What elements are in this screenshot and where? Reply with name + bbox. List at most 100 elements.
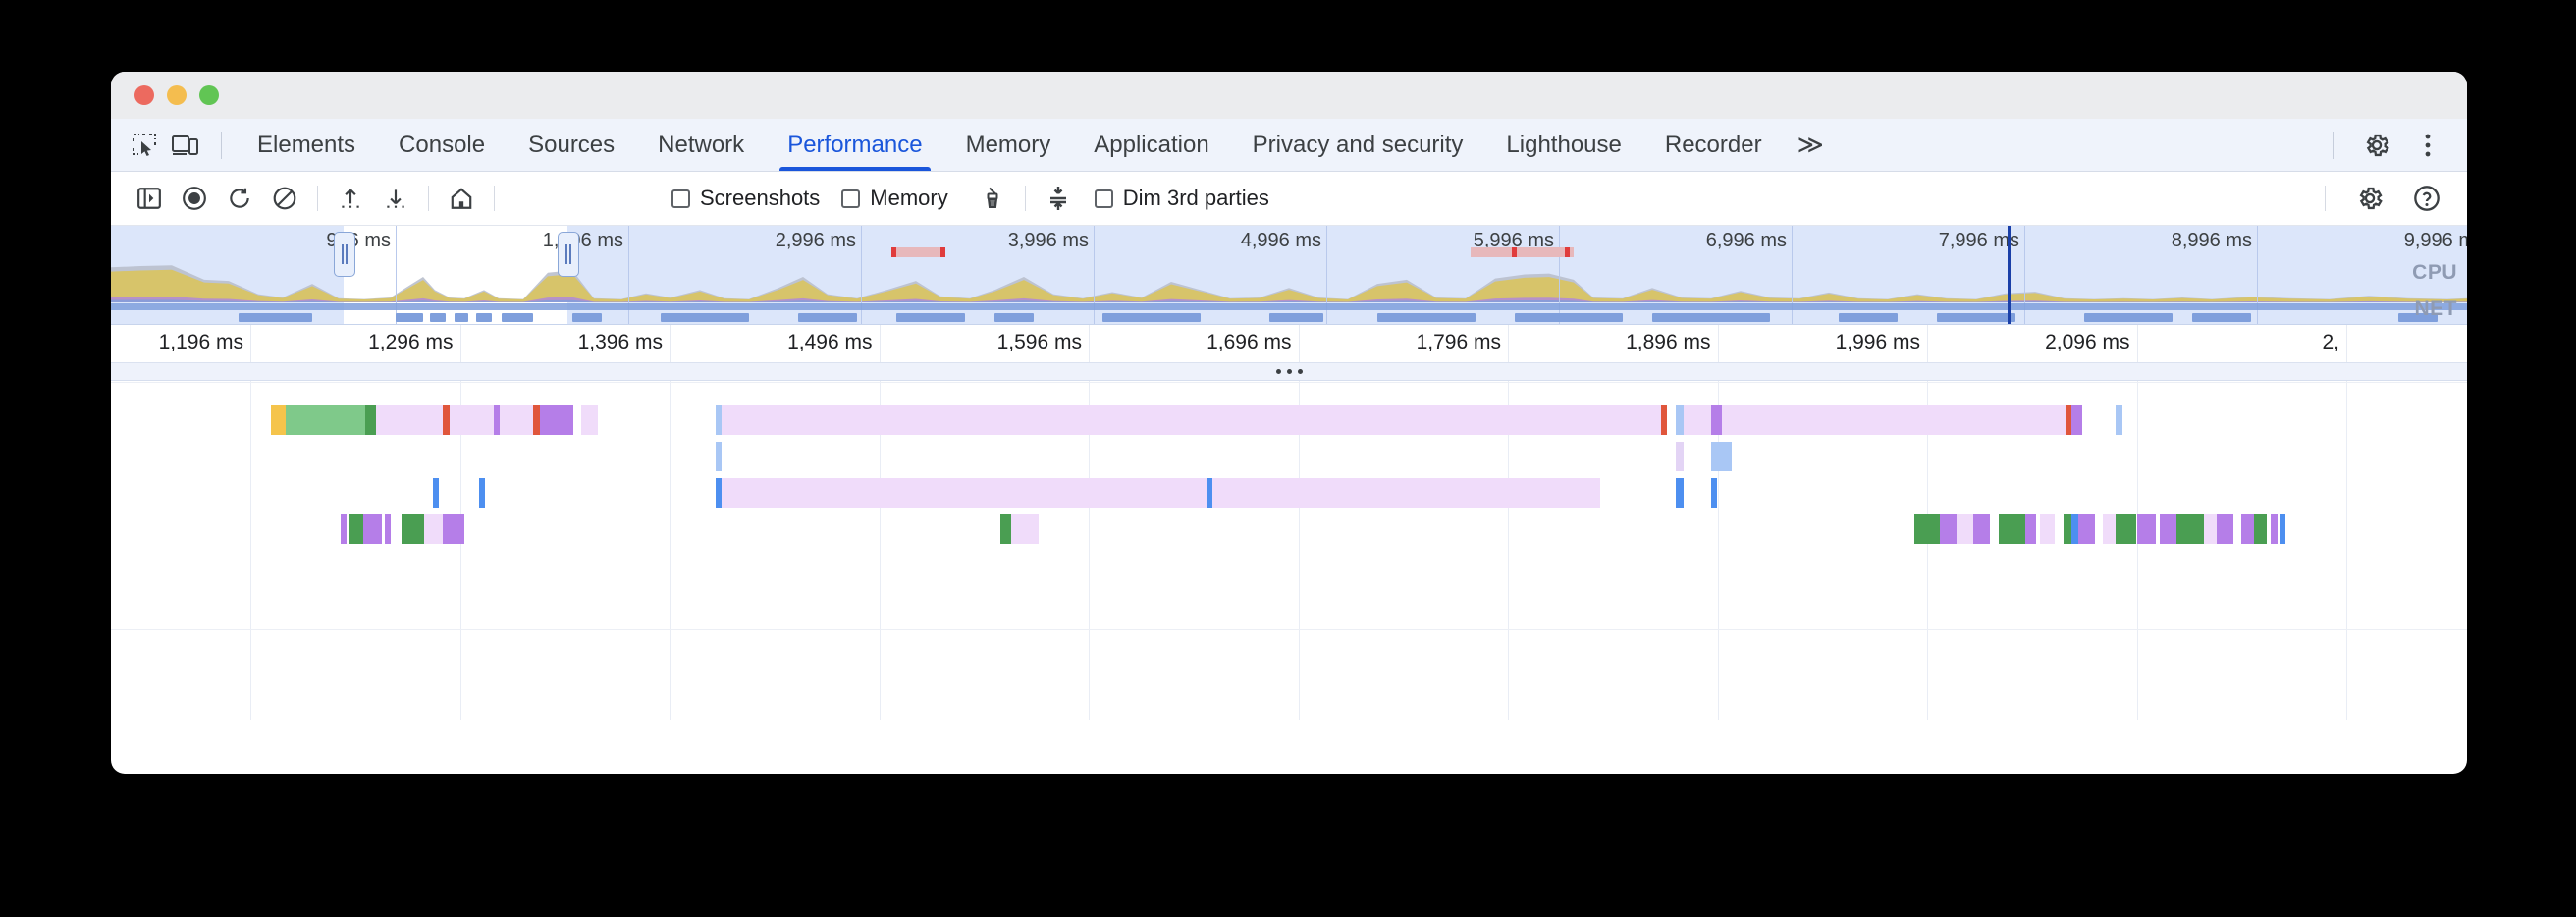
flame-bar[interactable] xyxy=(1011,514,1039,544)
load-profile-icon[interactable] xyxy=(328,179,373,218)
minimize-window-icon[interactable] xyxy=(167,85,187,105)
dim-3rd-parties-checkbox[interactable]: Dim 3rd parties xyxy=(1095,186,1269,211)
flame-bar[interactable] xyxy=(402,514,424,544)
memory-checkbox-box[interactable] xyxy=(841,189,860,208)
record-icon[interactable] xyxy=(172,179,217,218)
flame-bar[interactable] xyxy=(2040,514,2055,544)
flame-bar[interactable] xyxy=(2116,514,2136,544)
flame-bar[interactable] xyxy=(1661,405,1667,435)
tab-performance[interactable]: Performance xyxy=(766,119,943,171)
flame-bar[interactable] xyxy=(2064,514,2072,544)
tab-application[interactable]: Application xyxy=(1072,119,1230,171)
flame-bar[interactable] xyxy=(1914,514,1940,544)
ruler-tick: 1,796 ms xyxy=(1508,325,1509,362)
tab-lighthouse[interactable]: Lighthouse xyxy=(1484,119,1642,171)
close-window-icon[interactable] xyxy=(134,85,154,105)
flame-chart[interactable]: Scheduler ⚛ — Custom Blocking Transition… xyxy=(111,381,2467,720)
timeline-ruler[interactable]: 1,196 ms1,296 ms1,396 ms1,496 ms1,596 ms… xyxy=(111,324,2467,363)
tab-memory[interactable]: Memory xyxy=(944,119,1073,171)
flame-bar[interactable] xyxy=(424,514,443,544)
flame-bar[interactable] xyxy=(2078,514,2095,544)
flame-bar[interactable] xyxy=(2071,405,2082,435)
flame-bar[interactable] xyxy=(341,514,347,544)
capture-settings-gear-icon[interactable] xyxy=(2347,179,2392,218)
timeline-overview[interactable]: 996 ms1,996 ms2,996 ms3,996 ms4,996 ms5,… xyxy=(111,226,2467,324)
overview-window-left-handle[interactable] xyxy=(334,232,355,277)
flame-bar[interactable] xyxy=(1973,514,1990,544)
flame-bar[interactable] xyxy=(1676,405,1685,435)
settings-gear-icon[interactable] xyxy=(2357,128,2396,163)
flame-bar[interactable] xyxy=(479,478,485,508)
flame-bar[interactable] xyxy=(2271,514,2277,544)
flame-bar[interactable] xyxy=(2241,514,2254,544)
screenshots-checkbox[interactable]: Screenshots xyxy=(671,186,820,211)
more-options-icon[interactable] xyxy=(2408,128,2447,163)
net-bar xyxy=(1515,313,1623,322)
inspect-element-icon[interactable] xyxy=(125,128,164,163)
flame-bar[interactable] xyxy=(2217,514,2233,544)
flame-bar[interactable] xyxy=(2137,514,2156,544)
save-profile-icon[interactable] xyxy=(373,179,418,218)
flame-bar[interactable] xyxy=(1999,514,2026,544)
resize-handle[interactable] xyxy=(111,363,2467,381)
flame-bar[interactable] xyxy=(1212,478,1600,508)
home-icon[interactable] xyxy=(439,179,484,218)
help-icon[interactable] xyxy=(2404,179,2449,218)
tab-sources[interactable]: Sources xyxy=(507,119,636,171)
tab-console[interactable]: Console xyxy=(377,119,507,171)
tab-network[interactable]: Network xyxy=(636,119,766,171)
track-divider xyxy=(111,629,2467,630)
flame-bar[interactable] xyxy=(2254,514,2267,544)
collapse-tracks-icon[interactable] xyxy=(1036,179,1081,218)
flame-bar[interactable] xyxy=(271,405,286,435)
flame-bar[interactable] xyxy=(540,405,573,435)
flame-bar[interactable] xyxy=(2280,514,2285,544)
maximize-window-icon[interactable] xyxy=(199,85,219,105)
overview-tick-label: 3,996 ms xyxy=(1008,230,1089,252)
flame-bar[interactable] xyxy=(1711,405,1722,435)
flame-bar[interactable] xyxy=(349,514,363,544)
flame-bar[interactable] xyxy=(376,405,443,435)
flame-bar[interactable] xyxy=(2025,514,2036,544)
flame-bar[interactable] xyxy=(722,478,1206,508)
tabbar-divider xyxy=(221,132,222,159)
flame-bar[interactable] xyxy=(385,514,391,544)
flame-bar[interactable] xyxy=(443,514,463,544)
flame-bar[interactable] xyxy=(716,442,722,471)
flame-bar[interactable] xyxy=(1684,405,1711,435)
flame-bar[interactable] xyxy=(450,405,494,435)
flame-bar[interactable] xyxy=(286,405,365,435)
flame-bar[interactable] xyxy=(2116,405,2121,435)
flame-bar[interactable] xyxy=(1676,442,1685,471)
dim-3rd-parties-checkbox-box[interactable] xyxy=(1095,189,1113,208)
sidebar-toggle-icon[interactable] xyxy=(127,179,172,218)
flame-bar[interactable] xyxy=(365,405,376,435)
flame-bar[interactable] xyxy=(1722,405,2066,435)
more-tabs-icon[interactable]: ≫ xyxy=(1784,130,1838,160)
flame-bar[interactable] xyxy=(1940,514,1957,544)
flame-bar[interactable] xyxy=(2176,514,2204,544)
flame-bar[interactable] xyxy=(1676,478,1685,508)
flame-bar[interactable] xyxy=(2160,514,2176,544)
flame-bar[interactable] xyxy=(1957,514,1973,544)
tab-privacy-and-security[interactable]: Privacy and security xyxy=(1231,119,1485,171)
flame-bar[interactable] xyxy=(500,405,533,435)
clear-icon[interactable] xyxy=(262,179,307,218)
flame-bar[interactable] xyxy=(581,405,598,435)
flame-bar[interactable] xyxy=(2103,514,2116,544)
reload-and-record-icon[interactable] xyxy=(217,179,262,218)
tab-elements[interactable]: Elements xyxy=(236,119,377,171)
tab-recorder[interactable]: Recorder xyxy=(1643,119,1784,171)
device-toolbar-icon[interactable] xyxy=(166,128,205,163)
flame-bar[interactable] xyxy=(722,405,1660,435)
flame-bar[interactable] xyxy=(363,514,382,544)
flame-bar[interactable] xyxy=(1711,478,1717,508)
flame-bar[interactable] xyxy=(1000,514,1011,544)
memory-checkbox[interactable]: Memory xyxy=(841,186,947,211)
screenshots-checkbox-box[interactable] xyxy=(671,189,690,208)
collect-garbage-icon[interactable] xyxy=(970,179,1015,218)
flame-bar[interactable] xyxy=(1711,442,1732,471)
overview-window-right-handle[interactable] xyxy=(558,232,579,277)
flame-bar[interactable] xyxy=(433,478,439,508)
flame-bar[interactable] xyxy=(2204,514,2217,544)
